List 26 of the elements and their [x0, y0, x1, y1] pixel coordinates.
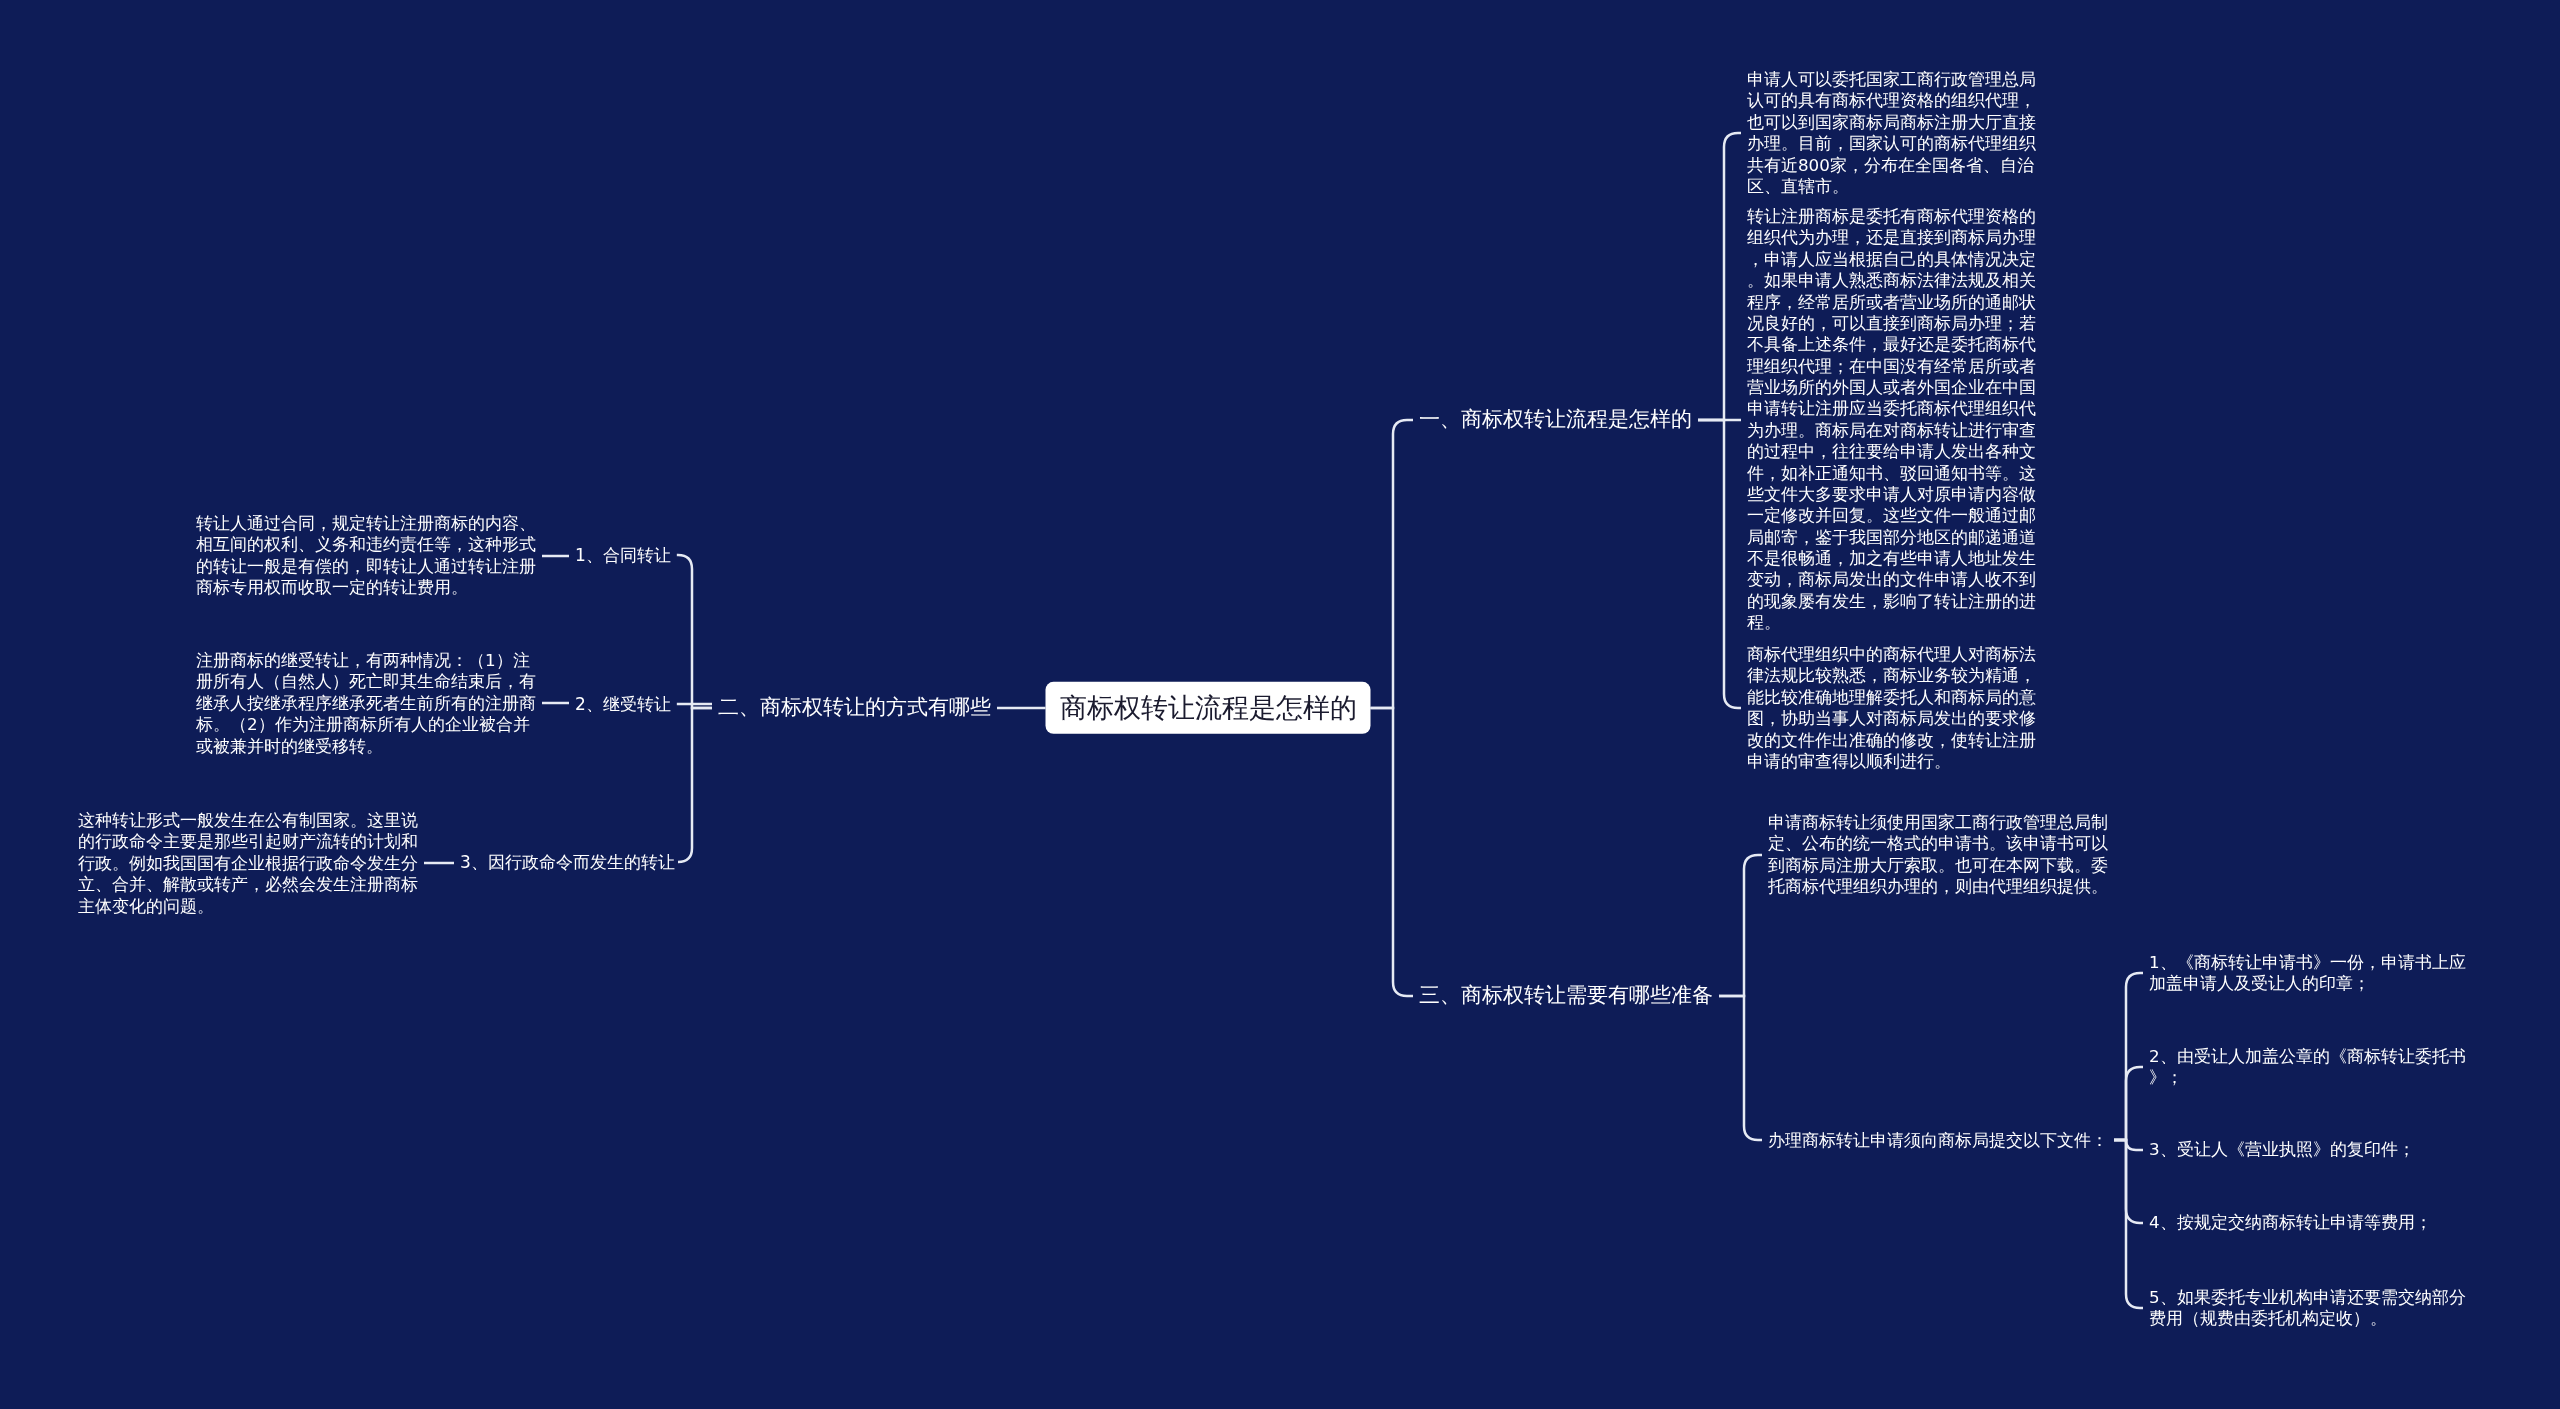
topic-text: 2、由受让人加盖公章的《商标转让委托书》； [2143, 1045, 2485, 1089]
topic-text: 注册商标的继受转让，有两种情况：（1）注册所有人（自然人）死亡即其生命结束后，有继承人按继承程序继承死者生前所有的注册商标。（2）作为注册商标所有人的企业被合并或被兼并时的继受移转。 [190, 649, 542, 757]
topic-text: 申请人可以委托国家工商行政管理总局认可的具有商标代理资格的组织代理，也可以到国家商标局商标注册大厅直接办理。目前，国家认可的商标代理组织共有近800家，分布在全国各省、自治区、直辖市。 [1741, 68, 2043, 198]
topic-text: 这种转让形式一般发生在公有制国家。这里说的行政命令主要是那些引起财产流转的计划和行政。例如我国国有企业根据行政命令发生分立、合并、解散或转产，必然会发生注册商标主体变化的问题。 [72, 809, 424, 917]
connector-line [542, 554, 569, 558]
topic-label: 一、商标权转让流程是怎样的 [1413, 406, 1698, 434]
connector-line [997, 706, 1046, 710]
topic-text: 3、受让人《营业执照》的复印件； [2143, 1139, 2485, 1161]
topic-label: 二、商标权转让的方式有哪些 [712, 694, 997, 722]
connector-line [542, 701, 569, 705]
topic-text: 申请商标转让须使用国家工商行政管理总局制定、公布的统一格式的申请书。该申请书可以到商标局注册大厅索取。也可在本网下载。委托商标代理组织办理的，则由代理组织提供。 [1762, 812, 2114, 898]
topic-label: 1、合同转让 [569, 543, 677, 567]
topic-label: 2、继受转让 [569, 692, 677, 716]
topic-label: 办理商标转让申请须向商标局提交以下文件： [1762, 1128, 2114, 1152]
topic-text: 转让注册商标是委托有商标代理资格的组织代为办理，还是直接到商标局办理，申请人应当根据自己的具体情况决定。如果申请人熟悉商标法律法规及相关程序，经常居所或者营业场所的通邮状况良好的，可以直接到商标局办理；若不具备上述条件，最好还是委托商标代理组织代理；在中国没有经常居所或者营业场所的外国人或者外国企业在中国申请转让注册应当委托商标代理组织代为办理。商标局在对商标转让进行审查的过程中，往往要给申请人发出各种文件，如补正通知书、驳回通知书等。这些文件大多要求申请人对原申请内容做一定修改并回复。这些文件一般通过邮局邮寄，鉴于我国部分地区的邮递通道不是很畅通，加之有些申请人地址发生变动，商标局发出的文件申请人收不到的现象屡有发生，影响了转让注册的进程。 [1741, 206, 2043, 634]
topic-text: 商标代理组织中的商标代理人对商标法律法规比较熟悉，商标业务较为精通，能比较准确地理解委托人和商标局的意图，协助当事人对商标局发出的要求修改的文件作出准确的修改，使转让注册申请的审查得以顺利进行。 [1741, 643, 2043, 773]
topic-label: 3、因行政命令而发生的转让 [454, 850, 681, 874]
root-topic-box: 商标权转让流程是怎样的 [1045, 681, 1371, 735]
connector-line [424, 861, 454, 865]
topic-text: 1、《商标转让申请书》一份，申请书上应加盖申请人及受让人的印章； [2143, 951, 2485, 995]
connector-line [676, 706, 712, 864]
topic-text: 4、按规定交纳商标转让申请等费用； [2143, 1212, 2485, 1234]
topic-text: 5、如果委托专业机构申请还要需交纳部分费用（规费由委托机构定收）。 [2143, 1286, 2485, 1330]
topic-text: 转让人通过合同，规定转让注册商标的内容、相互间的权利、义务和违约责任等，这种形式的转让一般是有偿的，即转让人通过转让注册商标专用权而收取一定的转让费用。 [190, 513, 542, 599]
connector-line [676, 702, 712, 706]
topic-label: 三、商标权转让需要有哪些准备 [1413, 982, 1719, 1010]
